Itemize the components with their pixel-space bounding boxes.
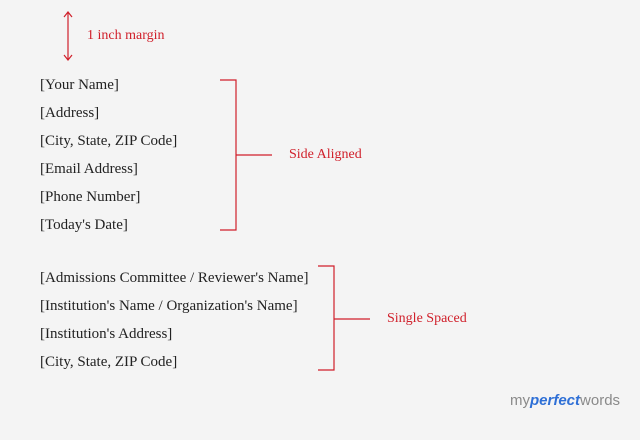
- logo-part-perfect: perfect: [530, 392, 581, 409]
- sender-email: [Email Address]: [40, 161, 138, 177]
- margin-arrow-icon: [63, 11, 73, 61]
- sender-address: [Address]: [40, 105, 100, 121]
- single-spaced-label: Single Spaced: [387, 311, 467, 326]
- recipient-address: [Institution's Address]: [40, 326, 173, 342]
- logo-part-words: words: [580, 392, 621, 409]
- brand-logo: myperfectwords: [510, 392, 620, 409]
- sender-date: [Today's Date]: [40, 217, 128, 233]
- margin-label: 1 inch margin: [87, 28, 165, 43]
- single-spaced-bracket: [318, 265, 370, 371]
- sender-phone: [Phone Number]: [40, 189, 141, 205]
- sender-name: [Your Name]: [40, 77, 119, 93]
- recipient-city-state-zip: [City, State, ZIP Code]: [40, 354, 178, 370]
- side-aligned-bracket: [220, 79, 272, 231]
- sender-city-state-zip: [City, State, ZIP Code]: [40, 133, 178, 149]
- side-aligned-label: Side Aligned: [289, 147, 362, 162]
- logo-part-my: my: [510, 392, 530, 409]
- recipient-institution: [Institution's Name / Organization's Nam…: [40, 298, 298, 314]
- recipient-name: [Admissions Committee / Reviewer's Name]: [40, 270, 309, 286]
